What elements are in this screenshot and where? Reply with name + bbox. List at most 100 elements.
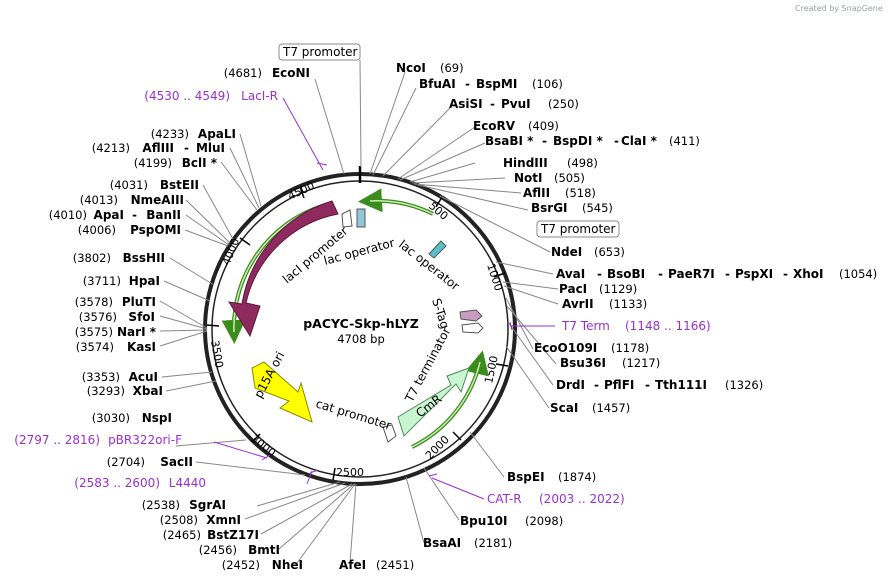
enzyme-Bsu36I[interactable]: Bsu36I (1217) [560,356,660,370]
enzyme-ApaLI[interactable]: (4233) ApaLI [151,127,236,141]
p15a-ori-feature[interactable] [251,361,313,423]
enzyme-name: NspI [142,411,172,425]
enzyme-PacI[interactable]: PacI (1129) [559,282,637,296]
enzyme-BmtI[interactable]: (2456) BmtI [199,543,280,557]
enzyme-name-2: BspDI * [553,134,603,148]
enzyme-position: (498) [567,156,598,170]
enzyme-position: (4213) [92,141,130,155]
enzyme-BfuAI[interactable]: BfuAI - BspMI (106) [419,77,563,91]
enzyme-position: (2452) [222,558,260,572]
enzyme-name: ApaLI [198,127,236,141]
enzyme-position: (411) [669,134,700,148]
enzyme-name: BspEI [507,470,545,484]
enzyme-position: (2538) [142,498,180,512]
primer-T7Term[interactable]: T7 Term (1148 .. 1166) [561,319,711,333]
enzyme-SgrAI[interactable]: (2538) SgrAI [142,498,226,512]
primer-L4440[interactable]: (2583 .. 2600) L4440 [74,476,206,490]
enzyme-position: (3353) [82,370,120,384]
enzyme-position: (106) [532,77,563,91]
enzyme-ApaI[interactable]: (4010) ApaI - BanII [49,208,181,222]
enzyme-AvaI[interactable]: AvaI - BsoBI - PaeR7I - PspXI - XhoI (10… [556,267,877,281]
enzyme-AfeI[interactable]: AfeI (2451) [339,558,414,572]
enzyme-HpaI[interactable]: (3711) HpaI [83,274,160,288]
enzyme-NheI[interactable]: (2452) NheI [222,558,303,572]
enzyme-ScaI[interactable]: ScaI (1457) [550,401,630,415]
enzyme-name-2: PvuI [501,97,531,111]
enzyme-AvrII[interactable]: AvrII (1133) [562,297,647,311]
enzyme-Bpu10I[interactable]: Bpu10I (2098) [460,514,563,528]
svg-text:-: - [783,267,788,281]
enzyme-SfoI[interactable]: (3576) SfoI [79,310,155,324]
enzyme-PspOMI[interactable]: (4006) PspOMI [78,223,181,237]
enzyme-name-2: MluI [196,141,225,155]
enzyme-name: ApaI [94,208,124,222]
cmr-feature[interactable] [397,367,470,437]
lacI-promoter-box [341,209,353,228]
enzyme-BssHII[interactable]: (3802) BssHII [73,251,165,265]
enzyme-EcoNI[interactable]: (4681) EcoNI [224,66,310,80]
primer-name: pBR322ori-F [108,433,182,447]
primer-LacIR[interactable]: (4530 .. 4549) LacI-R [144,89,278,103]
enzyme-BclI[interactable]: (4199) BclI * [134,156,218,170]
enzyme-position: (2508) [160,513,198,527]
enzyme-position: (2451) [376,558,414,572]
enzyme-position: (1326) [725,378,763,392]
t7-promoter-top-leader [359,59,362,168]
enzyme-HindIII[interactable]: HindIII (498) [503,156,598,170]
lac-operator-box-2 [428,240,447,259]
svg-text:-: - [490,97,495,111]
enzyme-position: (3574) [76,340,114,354]
enzyme-position: (1054) [839,267,877,281]
enzyme-NmeAIII[interactable]: (4013) NmeAIII [80,193,184,207]
enzyme-EcoO109I[interactable]: EcoO109I (1178) [534,341,649,355]
t7-promoter-right-box [536,220,620,238]
enzyme-XbaI[interactable]: (3293) XbaI [87,384,163,398]
lacI-feature[interactable] [228,200,339,338]
t7-promoter-top-box [278,43,361,61]
enzyme-NspI[interactable]: (3030) NspI [92,411,172,425]
enzyme-AsiSI[interactable]: AsiSI - PvuI (250) [449,97,579,111]
enzyme-name: NmeAIII [131,193,184,207]
enzyme-NotI[interactable]: NotI (505) [514,171,585,185]
enzyme-BsaBI[interactable]: BsaBI * - BspDI * - ClaI * (411) [485,134,700,148]
primer-range: (2003 .. 2022) [539,492,625,506]
enzyme-BstZ17I[interactable]: (2465) BstZ17I [163,528,259,542]
enzyme-NcoI[interactable]: NcoI (69) [396,61,464,75]
enzyme-AflII[interactable]: AflII (518) [523,186,596,200]
enzyme-name: EcoO109I [534,341,597,355]
svg-text:-: - [184,141,189,155]
enzyme-NdeI[interactable]: NdeI (653) [551,245,625,259]
enzyme-AflIII[interactable]: (4213) AflIII - MluI [92,141,225,155]
enzyme-position: (505) [554,171,585,185]
primer-CATR[interactable]: CAT-R (2003 .. 2022) [487,492,625,506]
enzyme-NarI[interactable]: (3575) NarI * [75,325,157,339]
enzyme-name: AvaI [556,267,585,281]
enzyme-BspEI[interactable]: BspEI (1874) [507,470,596,484]
enzyme-AcuI[interactable]: (3353) AcuI [82,370,158,384]
enzyme-name-3: Tth111I [655,378,707,392]
enzyme-DrdI[interactable]: DrdI - PflFI - Tth111I (1326) [556,378,763,392]
enzyme-name-2: PflFI [604,378,634,392]
plasmid-name: pACYC-Skp-hLYZ [303,316,419,331]
enzyme-SacII[interactable]: (2704) SacII [107,455,193,469]
enzyme-position: (518) [565,186,596,200]
t7-promoter-right-label: T7 promoter [540,222,616,236]
enzyme-BsaAI[interactable]: BsaAI (2181) [423,536,512,550]
enzyme-name: SgrAI [189,498,226,512]
enzyme-position: (1178) [611,341,649,355]
enzyme-PluTI[interactable]: (3578) PluTI [75,295,156,309]
enzyme-name: PluTI [122,295,156,309]
enzyme-BstEII[interactable]: (4031) BstEII [110,178,199,192]
enzyme-KasI[interactable]: (3574) KasI [76,340,156,354]
enzyme-position: (1874) [558,470,596,484]
primer-pBR322ori[interactable]: (2797 .. 2816) pBR322ori-F [14,433,182,447]
enzyme-XmnI[interactable]: (2508) XmnI [160,513,241,527]
enzyme-position: (2098) [525,514,563,528]
enzyme-EcoRV[interactable]: EcoRV (409) [473,119,559,133]
enzyme-BsrGI[interactable]: BsrGI (545) [531,201,613,215]
primer-range: (1148 .. 1166) [625,319,711,333]
enzyme-name-2: BanII [146,208,181,222]
svg-text:-: - [465,77,470,91]
enzyme-name-2: BspMI [476,77,517,91]
